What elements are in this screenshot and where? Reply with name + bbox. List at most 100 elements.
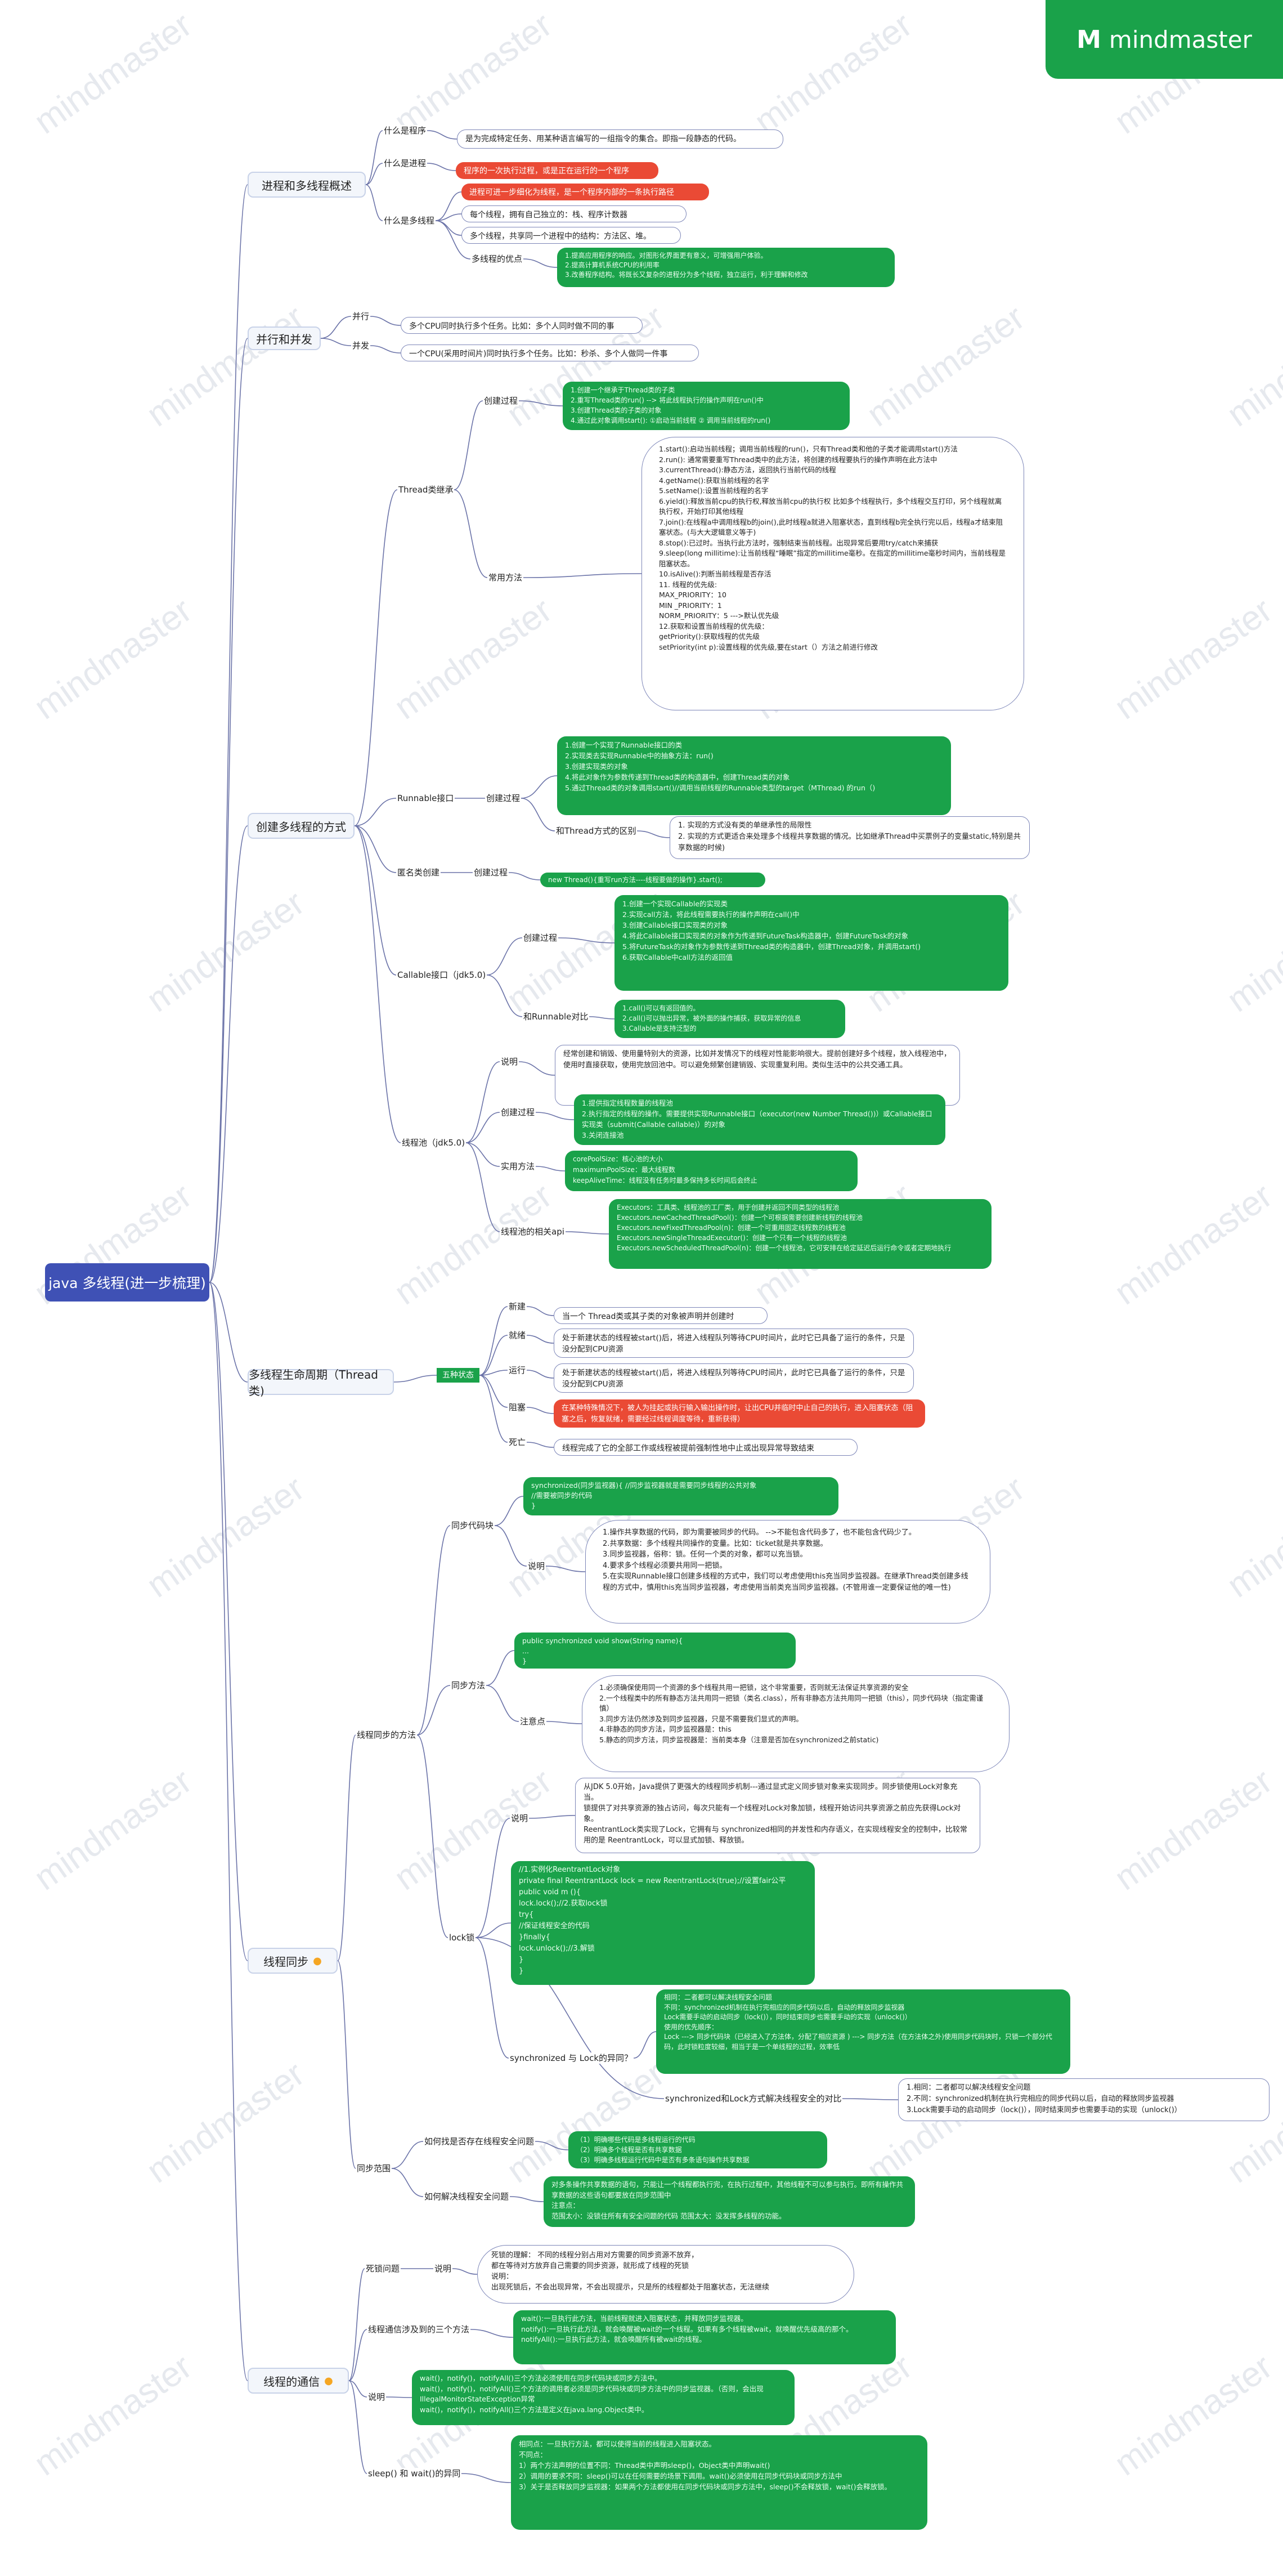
box-program-definition: 是为完成特定任务、用某种语言编写的一组指令的集合。即指一段静态的代码。 [457,129,783,149]
topic-label: 并行和并发 [256,332,312,346]
connector-line [521,775,558,799]
connector-line [348,2380,367,2474]
connector-line [486,1650,515,1686]
box-state-blocked: 在某种特殊情况下，被人为挂起或执行输入输出操作时，让出CPU并临时中止自己的执行… [554,1399,925,1428]
box-comm-desc: wait()，notify()，notifyAll()三个方法必须使用在同步代码… [412,2370,795,2425]
topic-create-threads[interactable]: 创建多线程的方式 [248,813,355,839]
label-sync-block-desc: 说明 [527,1560,546,1572]
label-state-blocked: 阻塞 [508,1402,527,1413]
label-sync-scope: 同步范围 [356,2163,392,2174]
box-vs-runnable: 1.call()可以有返回值的。 2.call()可以抛出异常，被外面的操作捕获… [614,1000,845,1038]
box-deadlock: 死锁的理解： 不同的线程分别占用对方需要的同步资源不放弃， 都在等待对方放弃自己… [477,2245,854,2304]
connector-line [494,1496,524,1526]
connector-line [526,1407,554,1414]
label-what-is-program: 什么是程序 [383,125,428,136]
connector-line [479,1370,508,1376]
box-parallel: 多个CPU同时执行多个任务。比如：多个人同时做不同的事 [401,317,643,334]
label-multithread-advantages: 多线程的优点 [470,253,524,265]
label-anonymous-class: 匿名类创建 [396,867,441,878]
topic-thread-lifecycle[interactable]: 多线程生命周期（Thread类) [248,1368,394,1398]
label-anon-create: 创建过程 [473,867,509,878]
connector-line [393,1375,437,1383]
connector-line [518,1061,555,1076]
connector-line [391,2141,424,2169]
topic-label: 进程和多线程概述 [262,178,352,193]
box-sync-lock-compare: 1.相同：二者都可以解决线程安全问题 2.不同：synchronized机制在执… [898,2078,1269,2121]
connector-line [479,1375,508,1443]
connector-line [509,2196,544,2202]
watermark-text: mindmaster [27,591,199,727]
label-thread-pool: 线程池（jdk5.0) [401,1137,466,1148]
connector-line [486,1685,519,1722]
watermark-text: mindmaster [860,298,1031,434]
watermark-text: mindmaster [860,2054,1031,2190]
watermark-text: mindmaster [140,883,311,1019]
box-state-running: 处于新建状态的线程被start()后，将进入线程队列等待CPU时间片，此时它已具… [554,1363,914,1393]
connector-line [416,1685,451,1736]
connector-line [427,130,457,140]
watermark-text: mindmaster [1107,591,1279,727]
label-state-running: 运行 [508,1365,527,1376]
topic-parallel-concurrency[interactable]: 并行和并发 [248,327,321,350]
box-anon-create: new Thread(){重写run方法----线程要做的操作}.start()… [540,873,765,887]
connector-line [546,1721,582,1724]
connector-line [354,825,397,873]
connector-line [508,872,541,880]
label-sync-method-note: 注意点 [519,1716,547,1727]
connector-line [209,825,248,1283]
label-state-dead: 死亡 [508,1437,527,1448]
topic-thread-sync[interactable]: 线程同步● [248,1948,338,1974]
label-pool-create: 创建过程 [500,1107,536,1118]
connector-line [370,316,401,326]
root-topic[interactable]: java 多线程(进一步梳理) [45,1263,209,1302]
connector-line [521,798,555,831]
watermark-text: mindmaster [1220,883,1283,1019]
label-runnable: Runnable接口 [396,793,455,804]
topic-process-overview[interactable]: 进程和多线程概述 [248,172,366,198]
watermark-text: mindmaster [140,2054,311,2190]
topic-label: 线程的通信 [263,2374,320,2389]
box-runnable-create-steps: 1.创建一个实现了Runnable接口的类 2.实现类去实现Runnable中的… [557,736,951,815]
box-state-ready: 处于新建状态的线程被start()后，将进入线程队列等待CPU时间片，此时它已具… [554,1329,914,1358]
label-diff-with-thread: 和Thread方式的区别 [555,825,638,837]
box-concurrency: 一个CPU(采用时间片)同时执行多个任务。比如：秒杀、多个人做同一件事 [401,345,699,361]
connector-line [209,1282,248,2381]
label-concurrency: 并发 [351,340,371,351]
topic-label: 创建多线程的方式 [256,820,346,834]
topic-label: 线程同步 [263,1955,309,1969]
connector-line [209,1282,248,1961]
box-lock-desc: 从JDK 5.0开始，Java提供了更强大的线程同步机制---通过显式定义同步锁… [575,1778,980,1853]
box-find-issue: （1）明确哪些代码是多线程运行的代码 （2）明确多个线程是否有共享数据 （3）明… [568,2131,827,2168]
box-three-methods: wait():一旦执行此方法，当前线程就进入阻塞状态，并释放同步监视器。 not… [513,2310,896,2364]
mindmaster-logo-icon: M [1076,25,1101,54]
connector-line [479,1306,508,1376]
box-thread-common-methods: 1.start():启动当前线程；调用当前线程的run()，只有Thread类和… [642,437,1024,710]
box-sleep-vs-wait: 相同点：一旦执行方法，都可以使得当前的线程进入阻塞状态。 不同点： 1）两个方法… [511,2435,927,2530]
box-multithread-advantages: 1.提高应用程序的响应。对图形化界面更有意义，可增强用户体验。 2.提高计算机系… [557,248,895,287]
connector-line [486,974,523,1017]
watermark-text: mindmaster [1220,298,1283,434]
connector-line [348,2329,367,2381]
label-pool-use: 实用方法 [500,1161,536,1172]
topic-thread-communication[interactable]: 线程的通信● [248,2368,349,2394]
label-parallel: 并行 [351,311,371,322]
connector-line [526,1306,554,1316]
connector-line [354,825,401,1143]
connector-line [452,2268,478,2275]
connector-line [475,1818,510,1938]
box-diff-with-thread: 1. 实现的方式没有类的单继承性的局限性 2. 实现的方式更适合来处理多个线程共… [670,816,1030,859]
connector-line [391,2168,424,2197]
connector-line [365,163,383,185]
connector-line [365,184,383,221]
box-solve-issue: 对多条操作共享数据的语句，只能让一个线程都执行完，在执行过程中，其他线程不可以参… [544,2176,915,2227]
connector-line [337,1960,356,2169]
connector-line [526,1335,554,1344]
box-pool-create: 1.提供指定线程数量的线程池 2.执行指定的线程的操作。需要提供实现Runnab… [574,1094,945,1145]
label-create-process: 创建过程 [483,395,519,406]
connector-line [348,2380,367,2398]
connector-line [470,2329,514,2338]
connector-line [535,1166,566,1171]
box-process-definition: 程序的一次执行过程，或是正在运行的一个程序 [456,162,658,179]
connector-line [454,489,488,578]
connector-line [475,1937,509,2059]
